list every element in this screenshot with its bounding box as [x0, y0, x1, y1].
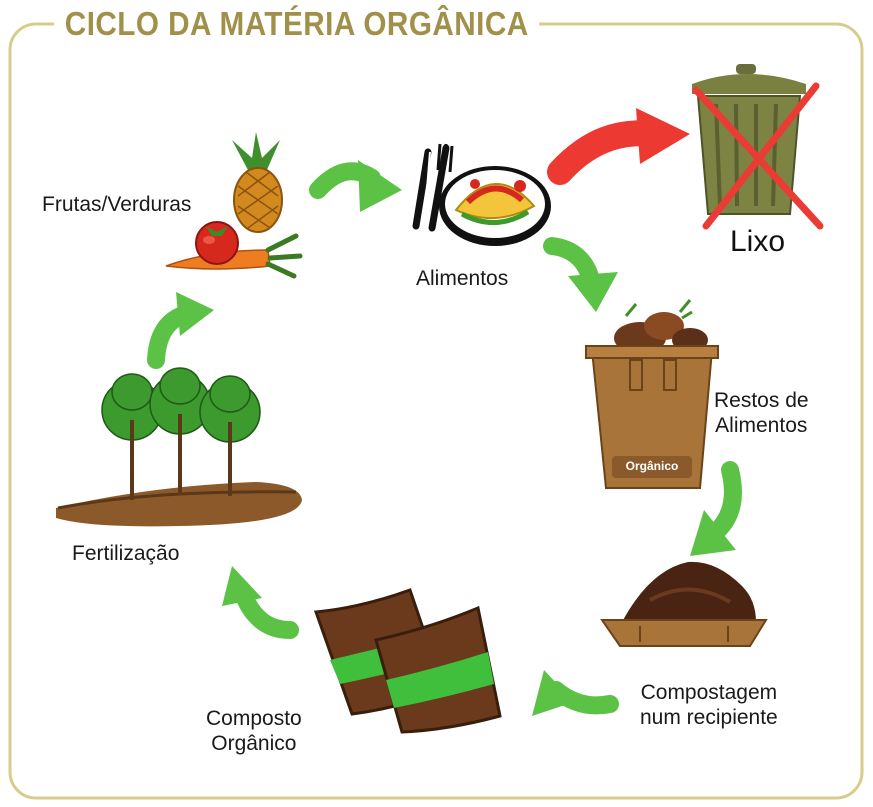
- arrow-fertilizacao-to-frutas: [147, 292, 214, 369]
- label-alimentos: Alimentos: [416, 267, 509, 290]
- compost-tray-illustration: [600, 561, 768, 647]
- organic-bin-illustration: [585, 299, 719, 489]
- label-fertilizacao: Fertilização: [72, 542, 180, 565]
- label-compostagem: Compostagem num recipiente: [640, 681, 778, 729]
- arrow-alimentos-to-restos: [543, 237, 618, 312]
- arrow-restos-to-compostagem: [690, 461, 742, 556]
- label-composto-organico: Composto Orgânico: [206, 707, 302, 755]
- compost-sacks-illustration: [313, 588, 502, 734]
- diagram-title: CICLO DA MATÉRIA ORGÂNICA: [54, 2, 540, 46]
- label-restos-de-alimentos: Restos de Alimentos: [714, 389, 809, 437]
- trees-soil-illustration: [56, 367, 302, 527]
- arrow-composto-to-fertilizacao: [222, 566, 299, 639]
- label-frutas-verduras: Frutas/Verduras: [42, 193, 192, 216]
- label-lixo: Lixo: [730, 225, 786, 258]
- trash-can-crossed-illustration: [692, 64, 824, 230]
- arrow-compostagem-to-composto: [532, 670, 619, 716]
- plate-illustration: [412, 143, 551, 246]
- fruits-vegetables-illustration: [165, 132, 303, 279]
- bin-organic-badge: Orgânico: [625, 459, 679, 473]
- arrow-alimentos-to-lixo: [547, 108, 690, 185]
- arrow-frutas-to-alimentos: [309, 160, 402, 212]
